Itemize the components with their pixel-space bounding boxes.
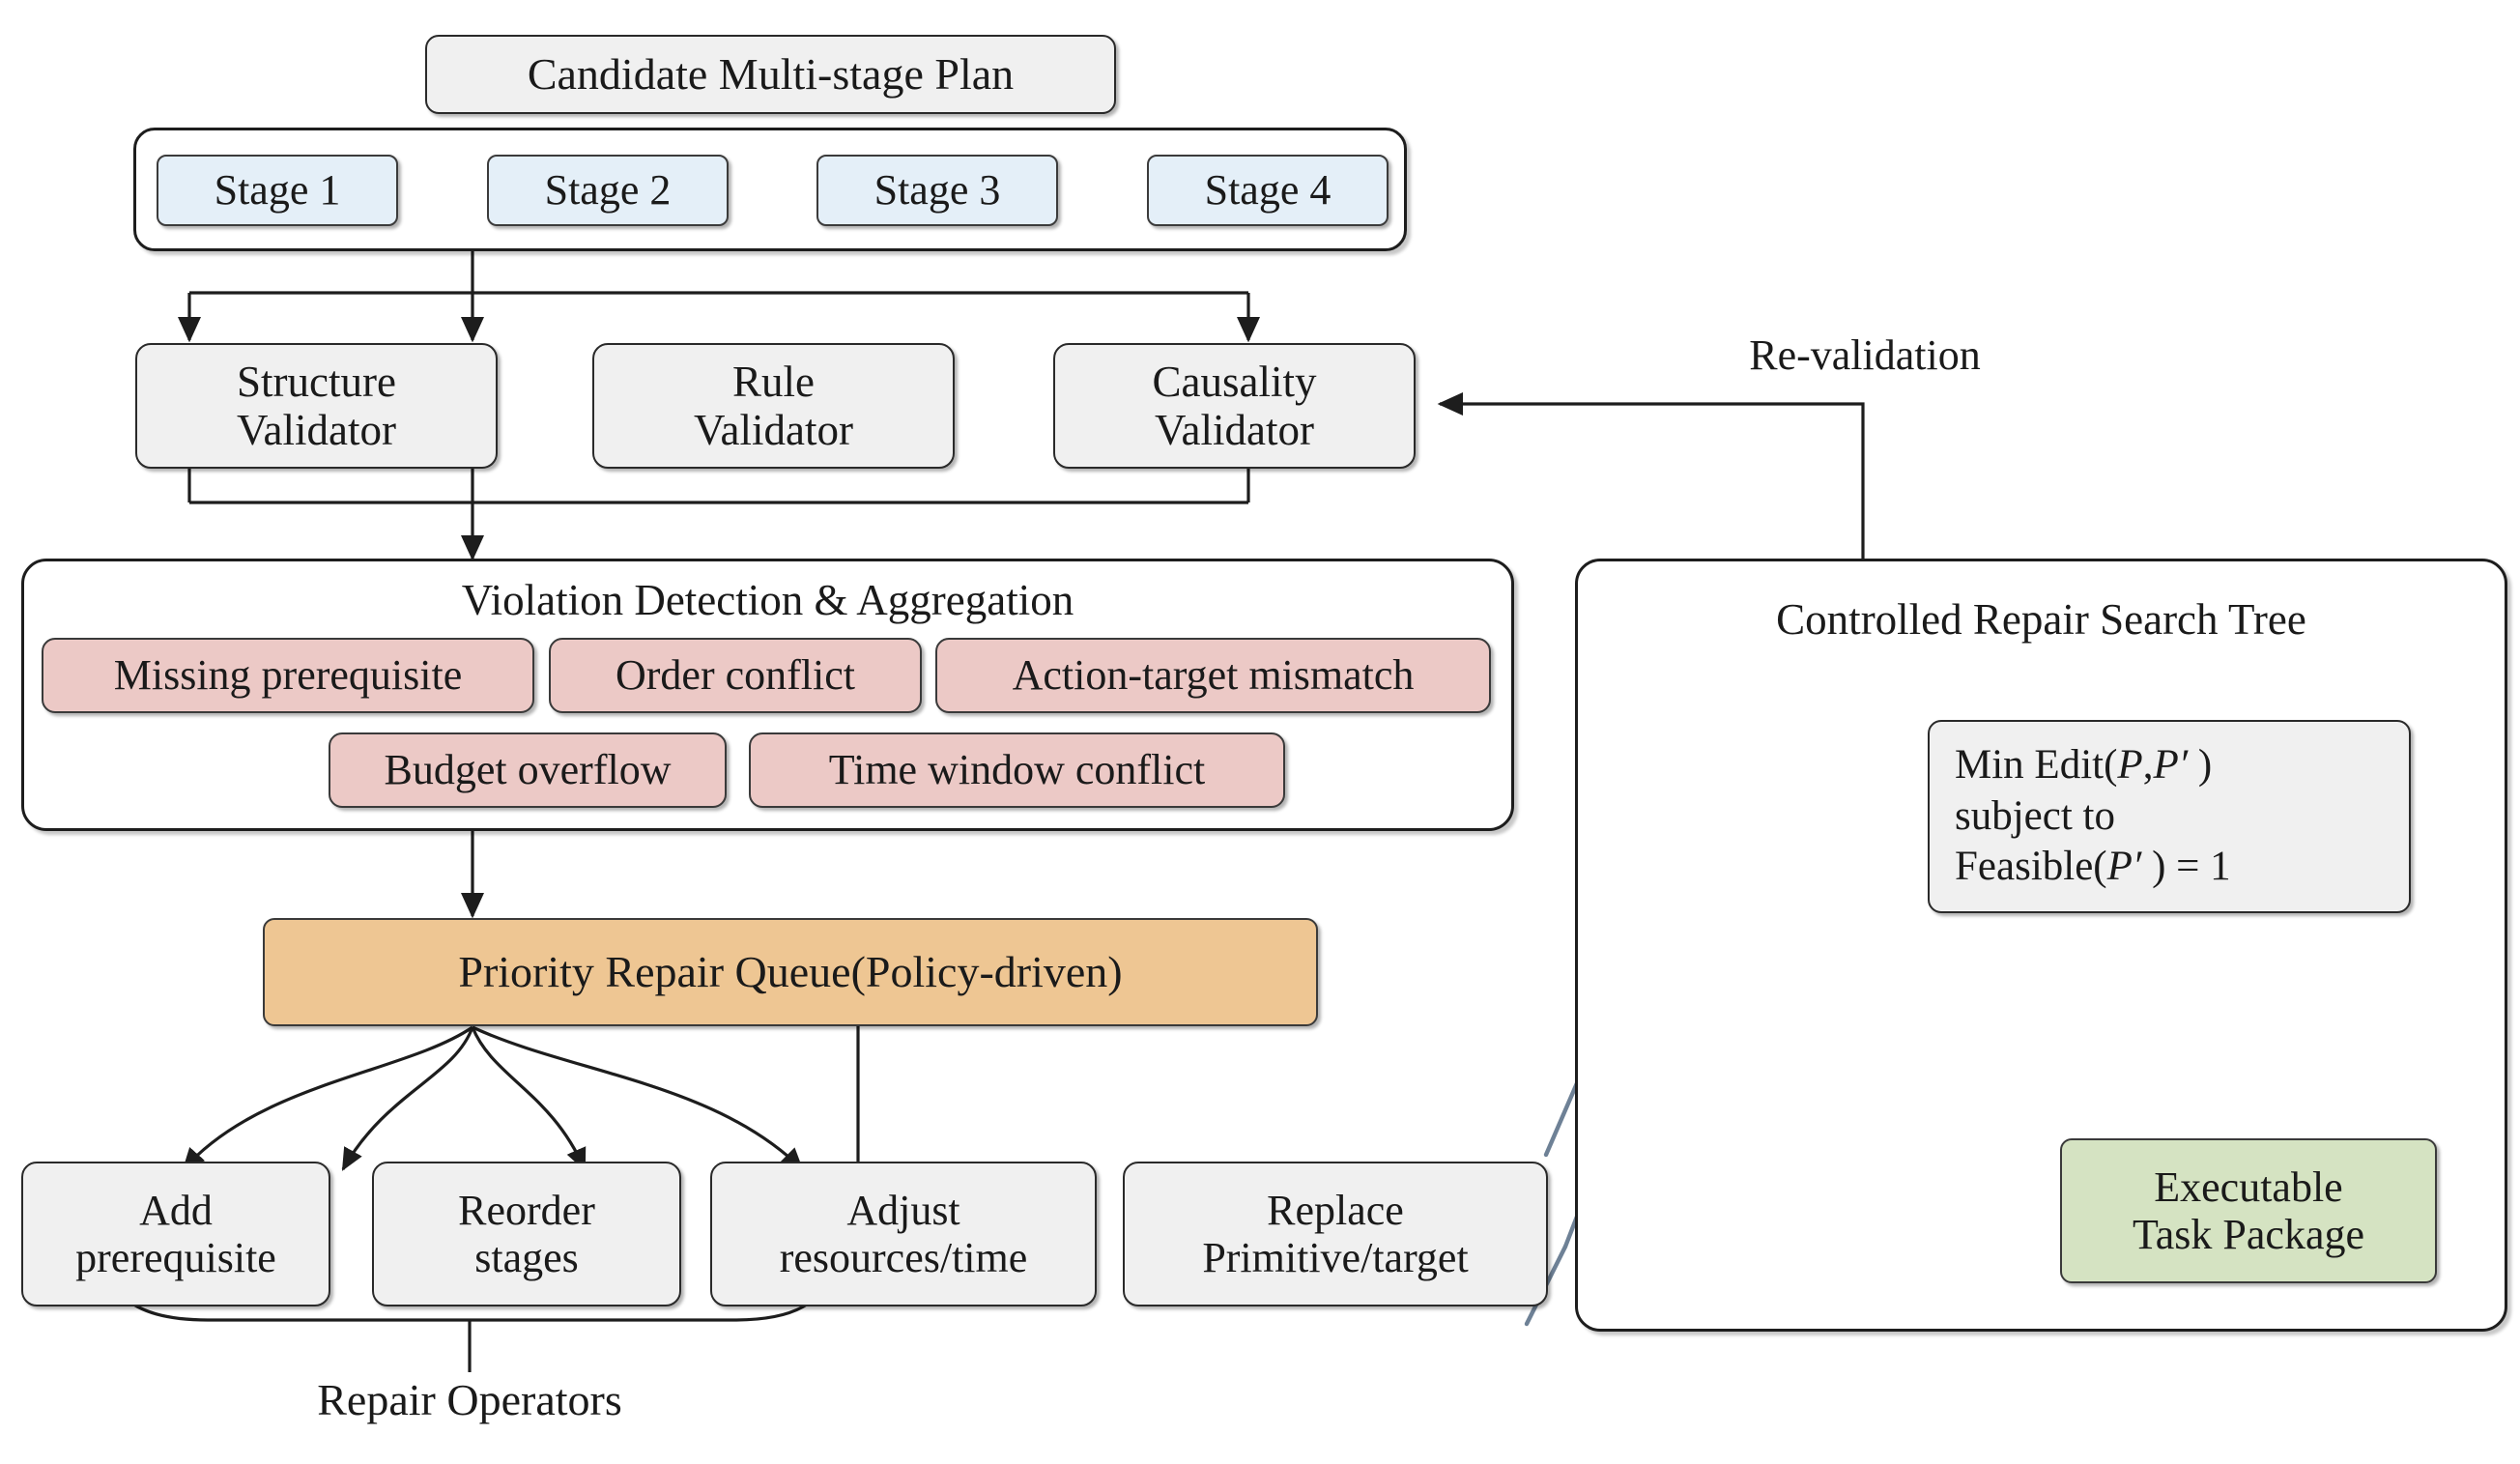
operator-label-line1: Reorder	[458, 1186, 595, 1234]
validator-node-rule[interactable]: Rule Validator	[592, 343, 955, 469]
revalidation-arrow	[1437, 392, 1865, 559]
repair-operators-caption: Repair Operators	[317, 1375, 622, 1424]
validator-node-causality[interactable]: Causality Validator	[1053, 343, 1416, 469]
violation-panel-title: Violation Detection & Aggregation	[461, 576, 1074, 624]
objective-line-3: Feasible(P′ ) = 1	[1955, 844, 2231, 890]
revalidation-label: Re-validation	[1749, 331, 1981, 379]
stage-node-2[interactable]: Stage 2	[487, 155, 729, 226]
stage-node-3[interactable]: Stage 3	[816, 155, 1058, 226]
validator-label-line1: Rule	[732, 357, 815, 406]
validator-label-line1: Structure	[237, 357, 396, 406]
violation-tag-budget-overflow[interactable]: Budget overflow	[329, 732, 727, 808]
stage-node-4[interactable]: Stage 4	[1147, 155, 1389, 226]
stage-label: Stage 1	[214, 166, 341, 215]
plan-to-validators-arrows	[178, 250, 1260, 343]
violation-tag-label: Time window conflict	[828, 746, 1206, 794]
violation-tag-label: Missing prerequisite	[113, 651, 463, 700]
repair-operator-reorder-stages[interactable]: Reorder stages	[372, 1162, 681, 1306]
objective-box: Min Edit(P,P′ ) subject to Feasible(P′ )…	[1928, 720, 2411, 913]
validator-node-structure[interactable]: Structure Validator	[135, 343, 498, 469]
priority-repair-queue-label: Priority Repair Queue(Policy-driven)	[458, 947, 1123, 997]
validator-label-line1: Causality	[1152, 357, 1317, 406]
executable-task-package-node[interactable]: Executable Task Package	[2060, 1138, 2437, 1283]
violation-tag-label: Budget overflow	[384, 746, 672, 794]
repair-operator-adjust-resources[interactable]: Adjust resources/time	[710, 1162, 1097, 1306]
violation-tag-time-window-conflict[interactable]: Time window conflict	[749, 732, 1285, 808]
stage-label: Stage 2	[544, 166, 672, 215]
operator-label-line2: Primitive/target	[1202, 1234, 1469, 1281]
violation-tag-label: Action-target mismatch	[1012, 651, 1415, 700]
violation-tag-order-conflict[interactable]: Order conflict	[549, 638, 922, 713]
validator-label-line2: Validator	[1155, 406, 1314, 454]
priority-repair-queue-node[interactable]: Priority Repair Queue(Policy-driven)	[263, 918, 1318, 1026]
validators-to-violations-arrow	[187, 469, 1250, 561]
operator-label-line1: Replace	[1267, 1186, 1404, 1234]
candidate-plan-node[interactable]: Candidate Multi-stage Plan	[425, 35, 1116, 114]
candidate-plan-label: Candidate Multi-stage Plan	[527, 49, 1015, 100]
objective-line-1: Min Edit(P,P′ )	[1955, 742, 2213, 789]
validator-label-line2: Validator	[237, 406, 396, 454]
violation-tag-label: Order conflict	[616, 651, 855, 700]
queue-to-operators-arrows	[182, 1025, 804, 1171]
repair-operator-add-prerequisite[interactable]: Add prerequisite	[21, 1162, 330, 1306]
output-label-line2: Task Package	[2132, 1211, 2365, 1258]
validator-label-line2: Validator	[694, 406, 853, 454]
operator-label-line1: Adjust	[846, 1186, 960, 1234]
output-label-line1: Executable	[2154, 1163, 2343, 1211]
operator-label-line2: prerequisite	[75, 1234, 276, 1281]
stage-node-1[interactable]: Stage 1	[157, 155, 398, 226]
stage-label: Stage 4	[1204, 166, 1332, 215]
search-tree-panel-title: Controlled Repair Search Tree	[1776, 595, 2306, 644]
repair-operator-replace-primitive[interactable]: Replace Primitive/target	[1123, 1162, 1548, 1306]
operator-label-line2: stages	[474, 1234, 579, 1281]
operator-label-line2: resources/time	[779, 1234, 1028, 1281]
violation-tag-missing-prerequisite[interactable]: Missing prerequisite	[42, 638, 534, 713]
stage-label: Stage 3	[873, 166, 1001, 215]
objective-line-2: subject to	[1955, 792, 2115, 839]
operator-label-line1: Add	[139, 1186, 213, 1234]
violation-tag-action-target-mismatch[interactable]: Action-target mismatch	[935, 638, 1491, 713]
